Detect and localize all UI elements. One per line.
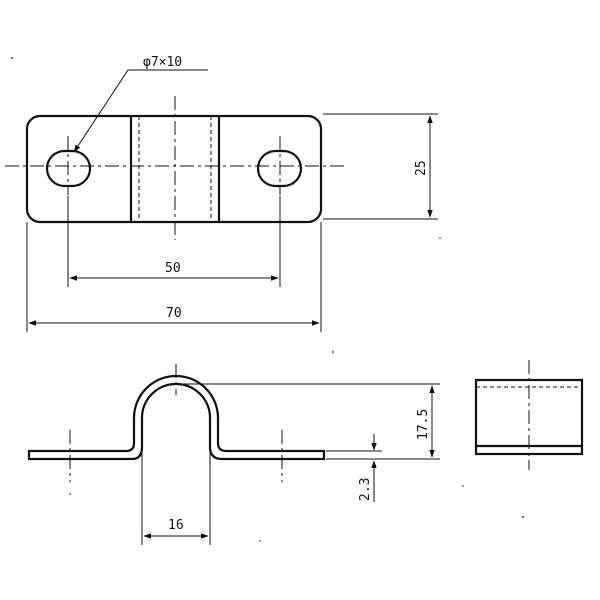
hole-callout-leader [73, 69, 208, 153]
dim-thickness-text: 2.3 [358, 478, 373, 501]
strap-profile [27, 374, 326, 461]
hole-callout-text: φ7×10 [143, 55, 182, 70]
plan-view: φ7×10 25 50 70 [5, 55, 438, 332]
front-view: 17.5 2.3 16 [27, 364, 440, 545]
plate-outline [25, 114, 323, 224]
dim-inner-width-text: 16 [168, 518, 184, 533]
dim-hole-spacing-text: 50 [165, 261, 181, 276]
dim-height-text: 17.5 [416, 409, 431, 440]
dim-width-text: 25 [414, 160, 429, 176]
scan-specks [10, 56, 525, 542]
side-view [474, 360, 584, 470]
dim-overall-length-text: 70 [166, 306, 182, 321]
